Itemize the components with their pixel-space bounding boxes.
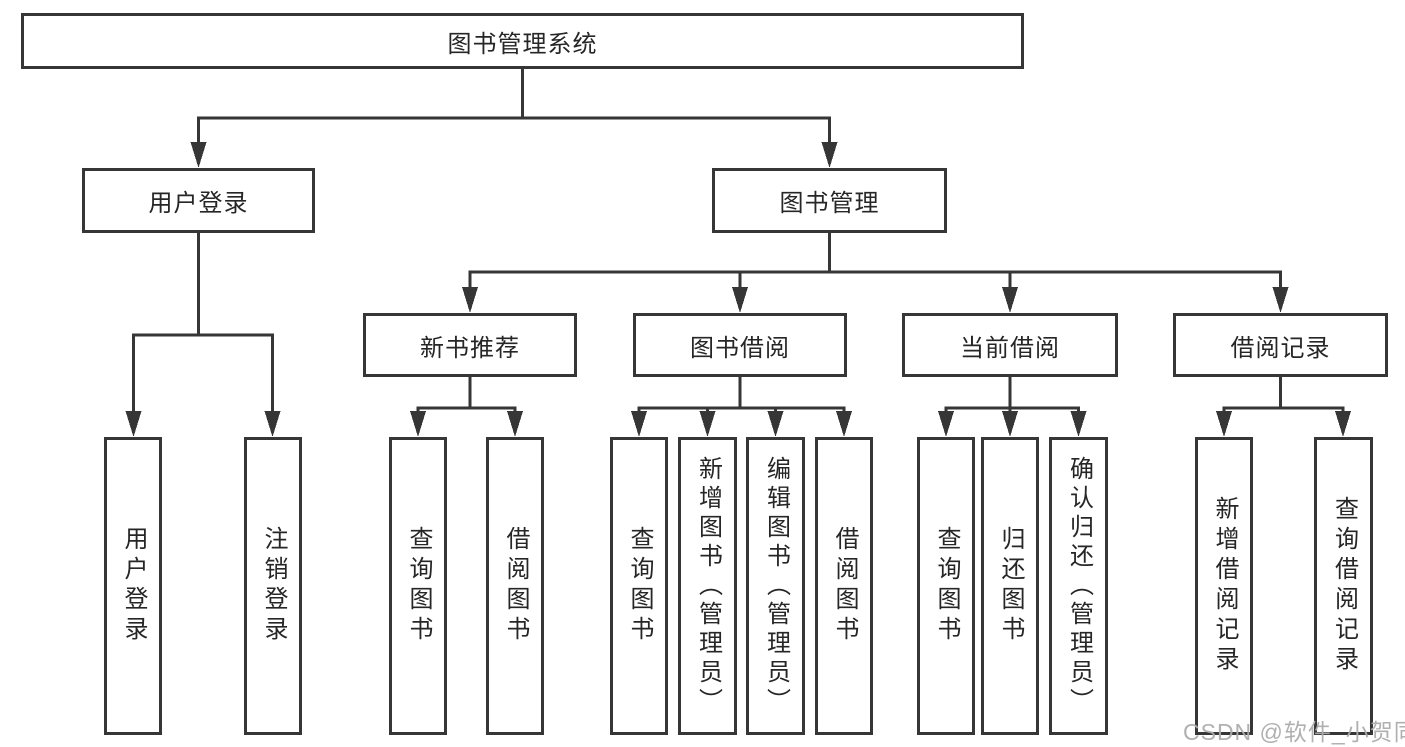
node-book-borrowing: 图书借阅 [633, 313, 847, 377]
node-leaf-query-books-1-label: 查询图书 [405, 526, 432, 646]
node-leaf-add-borrow-record-label: 新增借阅记录 [1211, 496, 1238, 676]
node-current-borrowing-label: 当前借阅 [960, 334, 1060, 362]
node-leaf-query-books-1: 查询图书 [389, 437, 447, 735]
node-borrowing-records: 借阅记录 [1173, 313, 1388, 377]
node-leaf-borrow-books-1: 借阅图书 [486, 437, 544, 735]
node-leaf-return-books-label: 归还图书 [997, 526, 1024, 646]
node-book-borrowing-label: 图书借阅 [690, 334, 790, 362]
node-leaf-query-books-3: 查询图书 [917, 437, 975, 735]
node-current-borrowing: 当前借阅 [902, 313, 1118, 377]
node-book-management-label: 图书管理 [779, 190, 880, 217]
node-leaf-query-borrow-record: 查询借阅记录 [1314, 437, 1373, 735]
node-leaf-borrow-books-1-label: 借阅图书 [502, 526, 529, 646]
node-new-book-recommend-label: 新书推荐 [420, 334, 520, 362]
node-leaf-edit-books-admin: 编辑图书（管理员） [746, 437, 805, 735]
node-leaf-query-books-2: 查询图书 [610, 437, 668, 735]
node-leaf-logout: 注销登录 [244, 437, 302, 735]
node-new-book-recommend: 新书推荐 [363, 313, 577, 377]
node-library-system: 图书管理系统 [21, 13, 1024, 69]
node-leaf-add-borrow-record: 新增借阅记录 [1195, 437, 1253, 735]
node-user-login-label: 用户登录 [148, 190, 249, 217]
node-leaf-add-books-admin-label: 新增图书（管理员） [694, 455, 722, 717]
node-borrowing-records-label: 借阅记录 [1230, 334, 1331, 362]
node-leaf-query-books-2-label: 查询图书 [626, 526, 653, 646]
node-leaf-confirm-return-admin: 确认归还（管理员） [1049, 437, 1108, 735]
node-user-login: 用户登录 [82, 168, 315, 233]
node-book-management: 图书管理 [712, 168, 947, 233]
node-leaf-query-borrow-record-label: 查询借阅记录 [1330, 496, 1358, 676]
node-leaf-add-books-admin: 新增图书（管理员） [678, 437, 737, 735]
node-leaf-borrow-books-2-label: 借阅图书 [831, 526, 858, 646]
node-leaf-return-books: 归还图书 [981, 437, 1039, 735]
node-leaf-user-login-label: 用户登录 [120, 526, 147, 646]
node-library-system-label: 图书管理系统 [447, 30, 598, 58]
node-leaf-edit-books-admin-label: 编辑图书（管理员） [762, 455, 790, 717]
node-leaf-logout-label: 注销登录 [260, 526, 287, 646]
node-leaf-borrow-books-2: 借阅图书 [815, 437, 873, 735]
node-leaf-confirm-return-admin-label: 确认归还（管理员） [1065, 455, 1093, 717]
csdn-watermark: CSDN @软件_小贺同学 [1183, 719, 1405, 745]
node-leaf-query-books-3-label: 查询图书 [933, 526, 960, 646]
node-leaf-user-login: 用户登录 [104, 437, 162, 735]
